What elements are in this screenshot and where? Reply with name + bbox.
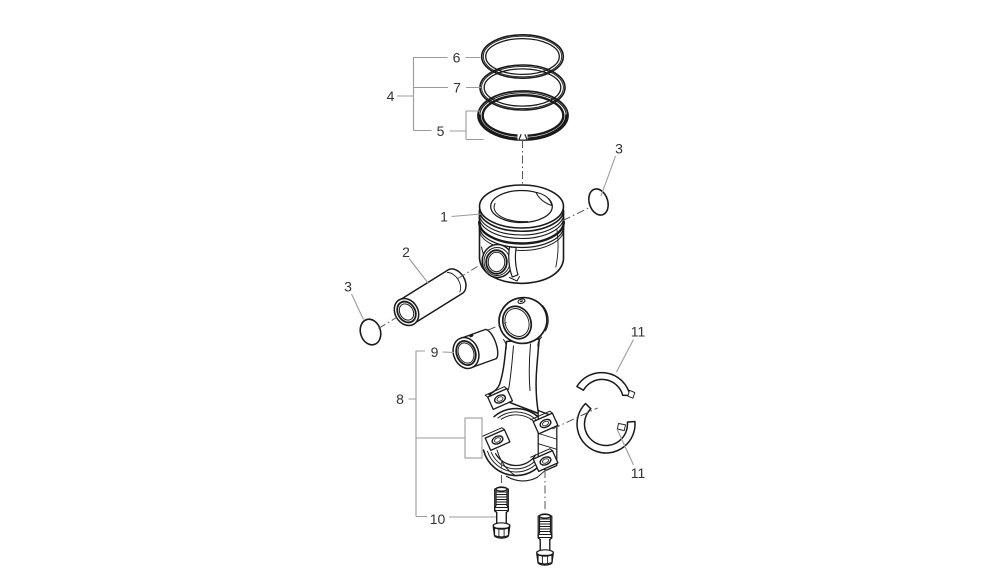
- leader-piston-pin: [408, 258, 429, 284]
- piston-pin-bore: [485, 249, 508, 275]
- oil-control-ring: [477, 90, 569, 141]
- callout-8-label: 8: [396, 391, 404, 407]
- callout-4-label: 4: [387, 88, 395, 104]
- top-compression-ring: [480, 33, 565, 80]
- piston-ring-set: [477, 33, 569, 141]
- callout-10-label: 10: [430, 511, 446, 527]
- callout-1-label: 1: [440, 209, 448, 225]
- leader-snap-ring-left: [351, 293, 364, 320]
- rod-bolt-left: [492, 486, 511, 539]
- combustion-bowl: [490, 189, 553, 224]
- connecting-rod: [482, 296, 559, 482]
- rod-bolts: [492, 486, 554, 566]
- leader-bushing: [442, 351, 455, 354]
- piston-pin: [393, 268, 467, 327]
- callout-7-label: 7: [453, 80, 461, 96]
- snap-ring-left: [359, 318, 382, 346]
- ring-gap: [517, 133, 528, 140]
- callout-brackets: [351, 56, 634, 518]
- callout-2-label: 2: [402, 244, 410, 260]
- bushing-oil-hole: [469, 334, 474, 338]
- callout-3-right-label: 3: [615, 141, 623, 157]
- leader-piston: [451, 213, 482, 218]
- detail-callout-box: [464, 417, 483, 459]
- callout-11-lower-label: 11: [631, 465, 646, 481]
- callout-5-label: 5: [437, 123, 445, 139]
- rod-small-end: [498, 296, 549, 345]
- piston-pin-boss: [481, 243, 520, 282]
- callout-6-label: 6: [453, 50, 461, 66]
- callout-3-left-label: 3: [344, 279, 352, 295]
- callout-9-label: 9: [431, 344, 439, 360]
- callout-11-upper-label: 11: [631, 324, 646, 340]
- oil-ring-bracket: [449, 110, 484, 141]
- rod-assembly-bracket: [408, 350, 465, 518]
- axis-centerlines: [378, 207, 598, 512]
- bolt-pad-lower-left: [482, 427, 511, 452]
- bolt-pad-lower-right: [530, 448, 559, 473]
- big-end-bearing-shells: [576, 371, 636, 454]
- bolt-pad-upper-right: [530, 410, 559, 435]
- rod-big-end: [482, 386, 559, 482]
- ring-set-bracket: [397, 56, 448, 132]
- piston: [478, 184, 565, 285]
- snap-ring-right: [588, 188, 609, 216]
- callout-labels: 1 2 3 3 4 5 6 7 8 9 10 11 11: [344, 50, 645, 528]
- rod-bolt-right: [536, 513, 554, 566]
- bolt-pad-upper-left: [484, 386, 514, 411]
- leader-bearing-lower: [616, 428, 634, 466]
- bearing-shell-upper: [576, 371, 631, 397]
- leader-snap-ring-right: [600, 155, 617, 197]
- bearing-shell-lower: [576, 402, 636, 454]
- leader-bearing-upper: [616, 339, 634, 373]
- small-end-bushing: [452, 328, 499, 370]
